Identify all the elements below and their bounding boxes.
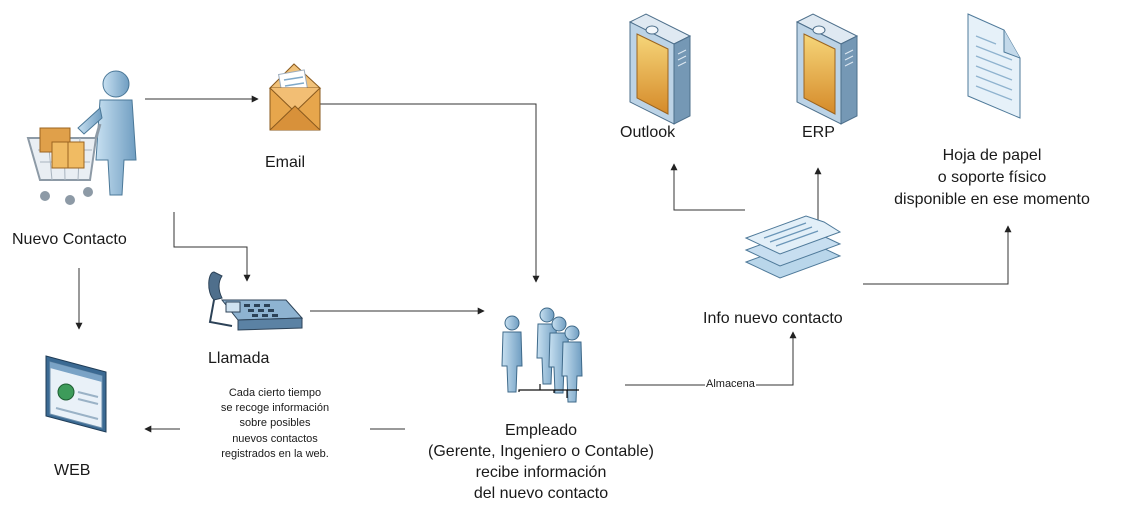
web-note-label: Cada cierto tiempo se recoge información…: [180, 386, 370, 462]
arrow-email-to-empleado: [318, 103, 540, 283]
arrow-info-to-hoja: [863, 225, 1012, 285]
shopping-cart-person-icon: [26, 70, 137, 205]
empleado-line-3: recibe información: [475, 464, 607, 482]
web-note-line-3: sobre posibles: [239, 417, 311, 430]
web-label: WEB: [54, 462, 91, 479]
stacked-documents-icon: [744, 215, 842, 279]
arrow-info-to-outlook: [670, 163, 745, 211]
empleado-line-1: Empleado: [504, 422, 578, 439]
server-icon: [628, 13, 692, 125]
hoja-line-3: disponible en ese momento: [894, 191, 1090, 209]
arrow-empleado-to-info: [625, 331, 797, 386]
paper-document-icon: [967, 13, 1021, 119]
empleado-label: Empleado (Gerente, Ingeniero o Contable)…: [396, 420, 686, 504]
empleado-line-2: (Gerente, Ingeniero o Contable): [428, 443, 654, 461]
telephone-icon: [208, 271, 304, 331]
web-note-line-4: nuevos contactos: [232, 432, 318, 445]
llamada-label: Llamada: [208, 350, 270, 367]
email-label: Email: [265, 154, 306, 171]
email-envelope-icon: [268, 63, 322, 131]
nuevo-contacto-label: Nuevo Contacto: [12, 231, 127, 248]
server-icon: [795, 13, 859, 125]
group-of-people-icon: [501, 307, 583, 403]
web-note-line-5: registrados en la web.: [221, 447, 329, 460]
web-note-line-1: Cada cierto tiempo: [228, 387, 322, 399]
hoja-line-1: Hoja de papel: [942, 147, 1042, 164]
erp-label: ERP: [802, 124, 835, 141]
almacena-label: Almacena: [705, 377, 756, 393]
empleado-line-4: del nuevo contacto: [473, 485, 609, 503]
web-page-icon: [45, 355, 107, 433]
outlook-label: Outlook: [620, 124, 676, 141]
arrow-contacto-to-llamada: [173, 212, 251, 282]
web-note-line-2: se recoge información: [220, 402, 330, 415]
hoja-label: Hoja de papel o soporte físico disponibl…: [862, 145, 1122, 211]
hoja-line-2: o soporte físico: [937, 169, 1047, 187]
info-nuevo-contacto-label: Info nuevo contacto: [703, 310, 843, 327]
